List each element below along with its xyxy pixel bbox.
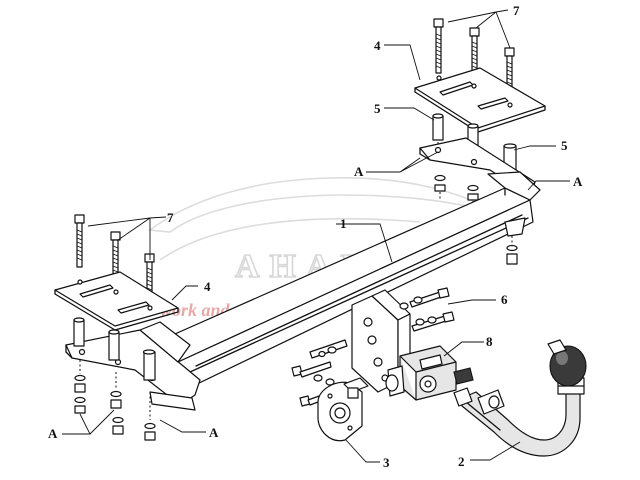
label-part-7-left: 7 [167, 210, 174, 225]
left-spacer-tubes [73, 317, 156, 381]
bracket-bolts-right [399, 287, 455, 332]
label-part-5-top: 5 [374, 101, 381, 116]
leader-lines [62, 9, 570, 463]
label-part-5-right: 5 [561, 138, 568, 153]
left-end-bracket [65, 321, 201, 411]
top-mount-plate [414, 67, 546, 133]
label-part-7-top: 7 [513, 3, 520, 18]
label-a-top-left: A [354, 164, 364, 179]
left-mount-bolts [74, 214, 155, 305]
electrical-socket [385, 345, 474, 401]
part-labels: 1 2 3 4 4 5 5 6 7 7 8 A A A A [48, 3, 583, 470]
label-part-1: 1 [340, 216, 347, 231]
label-a-top-right: A [573, 174, 583, 189]
label-a-bottom-left: A [48, 426, 58, 441]
label-part-6: 6 [501, 292, 508, 307]
label-part-8: 8 [486, 334, 493, 349]
label-part-2: 2 [458, 454, 465, 469]
watermark-swoosh [159, 217, 421, 261]
tow-ball-neck [453, 339, 587, 457]
label-part-4-top: 4 [374, 38, 381, 53]
label-part-3: 3 [383, 455, 390, 470]
left-mount-plate [54, 271, 179, 331]
socket-plate [317, 377, 369, 442]
main-crossbeam [149, 171, 541, 386]
top-mount-bolts [433, 18, 515, 101]
left-nuts-washers [74, 360, 156, 441]
label-a-bottom-right: A [209, 425, 219, 440]
label-part-4-left: 4 [204, 279, 211, 294]
